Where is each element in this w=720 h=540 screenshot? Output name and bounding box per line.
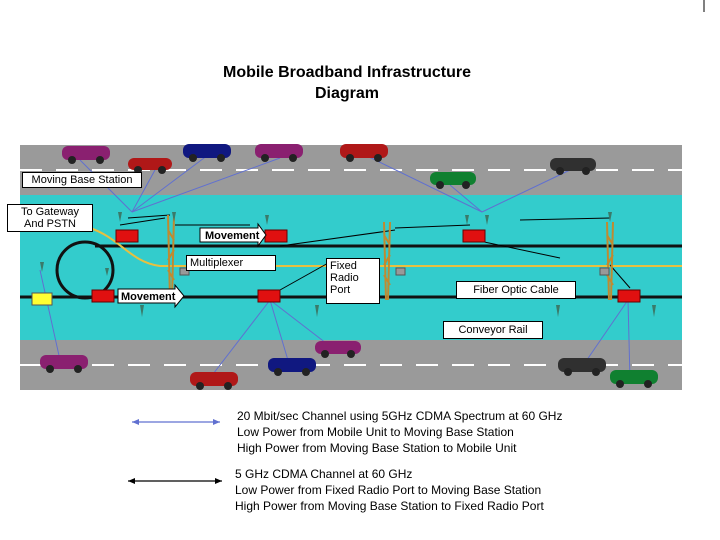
fixed-radio-port-line-1: Fixed xyxy=(330,260,357,272)
legend-black-line-1: 5 GHz CDMA Channel at 60 GHz xyxy=(235,467,413,481)
legend-black-line-3: High Power from Moving Base Station to F… xyxy=(235,499,544,513)
title-line-2: Diagram xyxy=(314,85,380,102)
car-lower-3 xyxy=(268,358,316,376)
to-gateway-label: To Gateway And PSTN xyxy=(7,204,93,232)
movement-arrow-lower xyxy=(117,283,185,309)
to-gateway-line-2: And PSTN xyxy=(24,218,76,230)
car-lower-4 xyxy=(315,341,361,358)
car-lower-6 xyxy=(610,370,658,388)
legend-blue-line-2: Low Power from Mobile Unit to Moving Bas… xyxy=(237,425,514,439)
movement-label-lower: Movement xyxy=(121,291,176,303)
car-upper-1 xyxy=(62,146,110,164)
radio-port-2 xyxy=(395,267,406,276)
moving-base-station-4 xyxy=(91,289,115,303)
diagram-title: Mobile Broadband Infrastructure Diagram xyxy=(150,62,544,104)
moving-base-station-6 xyxy=(617,289,641,303)
legend-black-line-2: Low Power from Fixed Radio Port to Movin… xyxy=(235,483,542,497)
movement-arrow-upper xyxy=(199,222,267,248)
radio-port-1 xyxy=(179,267,190,276)
car-lower-2 xyxy=(190,372,238,390)
title-line-1: Mobile Broadband Infrastructure xyxy=(222,64,472,81)
car-upper-3 xyxy=(183,144,231,162)
fixed-radio-port-line-3: Port xyxy=(330,284,351,296)
moving-base-station-3 xyxy=(462,229,486,243)
tower-3 xyxy=(606,221,614,301)
fixed-radio-port-line-2: Radio xyxy=(330,272,359,284)
legend-black-arrow xyxy=(128,478,222,484)
gateway-unit xyxy=(31,292,53,306)
car-lower-1 xyxy=(40,355,88,373)
multiplexer-label: Multiplexer xyxy=(186,255,276,271)
black-links xyxy=(119,214,631,291)
moving-base-station-5 xyxy=(257,289,281,303)
antennas xyxy=(40,212,656,317)
moving-base-station-2 xyxy=(264,229,288,243)
car-upper-5 xyxy=(340,144,388,162)
moving-base-station-label: Moving Base Station xyxy=(22,172,142,188)
fiber-optic-cable-label: Fiber Optic Cable xyxy=(456,281,576,299)
legend-blue-arrow xyxy=(132,419,220,425)
moving-base-station-1 xyxy=(115,229,139,243)
rail-loop xyxy=(55,240,115,300)
legend-black: 5 GHz CDMA Channel at 60 GHz Low Power f… xyxy=(235,466,544,514)
legend-swatches xyxy=(128,419,222,484)
legend-blue-line-3: High Power from Moving Base Station to M… xyxy=(237,441,517,455)
movement-label-upper: Movement xyxy=(205,230,260,242)
conveyor-rail-label: Conveyor Rail xyxy=(443,321,543,339)
car-upper-4 xyxy=(255,144,303,162)
tower-1 xyxy=(167,214,175,301)
legend-blue-line-1: 20 Mbit/sec Channel using 5GHz CDMA Spec… xyxy=(237,409,563,423)
radio-port-3 xyxy=(599,267,610,276)
tower-2 xyxy=(383,221,391,301)
car-lower-5 xyxy=(558,358,606,376)
to-gateway-line-1: To Gateway xyxy=(20,206,80,218)
legend-blue: 20 Mbit/sec Channel using 5GHz CDMA Spec… xyxy=(237,408,562,456)
fixed-radio-port-label: Fixed Radio Port xyxy=(326,258,380,304)
fiber-optic-cable-line xyxy=(89,227,682,267)
car-upper-7 xyxy=(550,158,596,175)
car-upper-6 xyxy=(430,172,476,189)
